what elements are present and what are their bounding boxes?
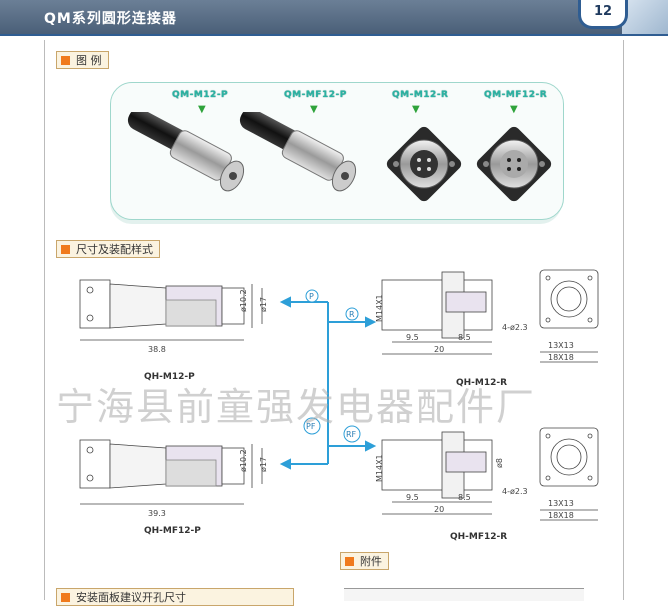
section-dimensions-tag: 尺寸及装配样式: [56, 240, 160, 258]
dim-panel-top-outer: 18X18: [548, 353, 574, 362]
connection-arrows: [279, 296, 377, 470]
arrow-down-icon: ▼: [310, 104, 318, 115]
dim-panel-top-holes: 4-ø2.3: [502, 323, 528, 332]
caption-plug-mf12: QH-MF12-P: [144, 526, 201, 536]
section-legend-label: 图 例: [76, 54, 102, 67]
dim-panel-bottom-holes: 4-ø2.3: [502, 487, 528, 496]
dim-plug-m12-d1: ø10.2: [239, 289, 248, 312]
section-dimensions-label: 尺寸及装配样式: [76, 243, 153, 256]
watermark: 宁海县前童强发电器配件厂: [56, 385, 537, 429]
arrow-down-icon: ▼: [412, 104, 420, 115]
dim-plug-m12-d2: ø17: [259, 297, 268, 312]
header-rule: [0, 34, 668, 36]
connector-r-label: R: [349, 310, 355, 319]
dim-socket-m12-a: 9.5: [406, 333, 419, 342]
drawing-plug-m12: [79, 279, 263, 341]
dim-socket-mf12-a: 9.5: [406, 493, 419, 502]
dim-socket-mf12-b: 8.5: [458, 493, 471, 502]
section-bullet-icon: [61, 55, 70, 65]
dim-plug-m12-length: 38.8: [148, 345, 166, 354]
content-frame: [44, 40, 624, 600]
dim-panel-bottom-outer: 18X18: [548, 511, 574, 520]
dim-plug-mf12-length: 39.3: [148, 509, 166, 518]
drawing-plug-mf12: [79, 439, 263, 505]
section-bullet-icon: [61, 244, 70, 254]
dim-panel-bottom-inner: 13X13: [548, 499, 574, 508]
page-fold-decoration: [622, 0, 668, 34]
section-panel-cutout-tag: 安装面板建议开孔尺寸: [56, 588, 294, 606]
drawing-panel-top: [539, 269, 599, 363]
drawing-socket-mf12: [381, 431, 493, 515]
arrow-down-icon: ▼: [198, 104, 206, 115]
plug-m12-illustration: [127, 112, 245, 192]
connector-p-label: P: [309, 292, 314, 301]
legend-illustrations: [127, 112, 552, 202]
dim-socket-mf12-total: 20: [434, 505, 444, 514]
arrow-down-icon: ▼: [510, 104, 518, 115]
section-legend-tag: 图 例: [56, 51, 109, 69]
connector-pf-label: PF: [306, 422, 316, 431]
page-title: QM系列圆形连接器: [44, 11, 177, 27]
dim-socket-mf12-d: ø8: [495, 458, 504, 468]
technical-drawings: P R PF RF 38.8 ø10.2 ø17 39.3 ø10.2 ø17 …: [79, 269, 599, 521]
socket-m12-illustration: [386, 126, 462, 202]
caption-socket-mf12: QH-MF12-R: [450, 532, 508, 542]
section-accessories-label: 附件: [360, 555, 382, 568]
caption-socket-m12: QH-M12-R: [456, 378, 508, 388]
dim-plug-mf12-d2: ø17: [259, 457, 268, 472]
drawing-panel-bottom: [539, 427, 599, 521]
socket-mf12-illustration: [476, 126, 552, 202]
model-label-m12-r: QM-M12-R: [392, 90, 449, 100]
connection-circles: [303, 289, 361, 443]
page-number-badge: 12: [578, 0, 628, 29]
dim-socket-m12-thread: M14X1: [375, 294, 384, 322]
dim-socket-m12-total: 20: [434, 345, 444, 354]
section-accessories-tag: 附件: [340, 552, 389, 570]
model-label-m12-p: QM-M12-P: [172, 90, 229, 100]
caption-plug-m12: QH-M12-P: [144, 372, 195, 382]
dim-socket-m12-b: 8.5: [458, 333, 471, 342]
dim-socket-mf12-thread: M14X1: [375, 454, 384, 482]
dim-panel-top-inner: 13X13: [548, 341, 574, 350]
accessories-area: [344, 588, 584, 601]
dim-plug-mf12-d1: ø10.2: [239, 449, 248, 472]
section-bullet-icon: [61, 592, 70, 602]
plug-mf12-illustration: [239, 112, 357, 192]
model-label-mf12-p: QM-MF12-P: [284, 90, 347, 100]
model-label-mf12-r: QM-MF12-R: [484, 90, 548, 100]
section-bullet-icon: [345, 556, 354, 566]
connector-rf-label: RF: [346, 430, 357, 439]
page-header: QM系列圆形连接器: [0, 0, 668, 34]
drawing-socket-m12: [381, 271, 493, 355]
section-panel-cutout-label: 安装面板建议开孔尺寸: [76, 591, 186, 604]
